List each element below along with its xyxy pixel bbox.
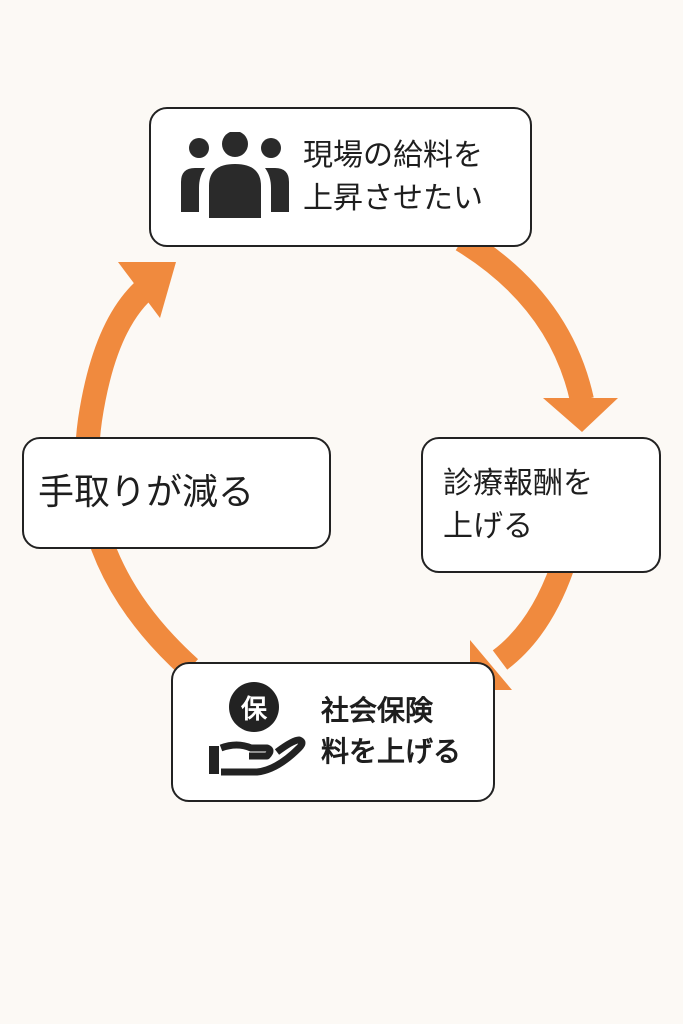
hand-icon — [209, 736, 306, 776]
node-text-line1: 社会保険 — [321, 694, 434, 728]
arrow-top-to-right — [455, 229, 594, 403]
node-text-line1: 手取りが減る — [38, 471, 255, 513]
insurance-badge: 保 — [229, 682, 279, 732]
node-text-line2: 上昇させたい — [303, 181, 483, 216]
node-text-line2: 上げる — [443, 509, 533, 544]
node-raise-insurance: 保 社会保険 料を上げる — [171, 662, 495, 802]
node-take-home-decreases: 手取りが減る — [22, 437, 331, 549]
node-raise-medical-fees: 診療報酬を 上げる — [421, 437, 661, 573]
node-raise-wages: 現場の給料を 上昇させたい — [149, 107, 532, 247]
arrow-right-to-bottom — [492, 563, 574, 670]
node-text-line1: 現場の給料を — [303, 137, 483, 173]
arrowhead-right — [543, 398, 618, 432]
insurance-hand-icon: 保 — [207, 682, 307, 782]
people-group-icon — [181, 132, 289, 218]
arrowhead-left — [118, 262, 176, 318]
node-text-line2: 料を上げる — [321, 735, 462, 768]
node-text-line1: 診療報酬を — [443, 465, 593, 501]
